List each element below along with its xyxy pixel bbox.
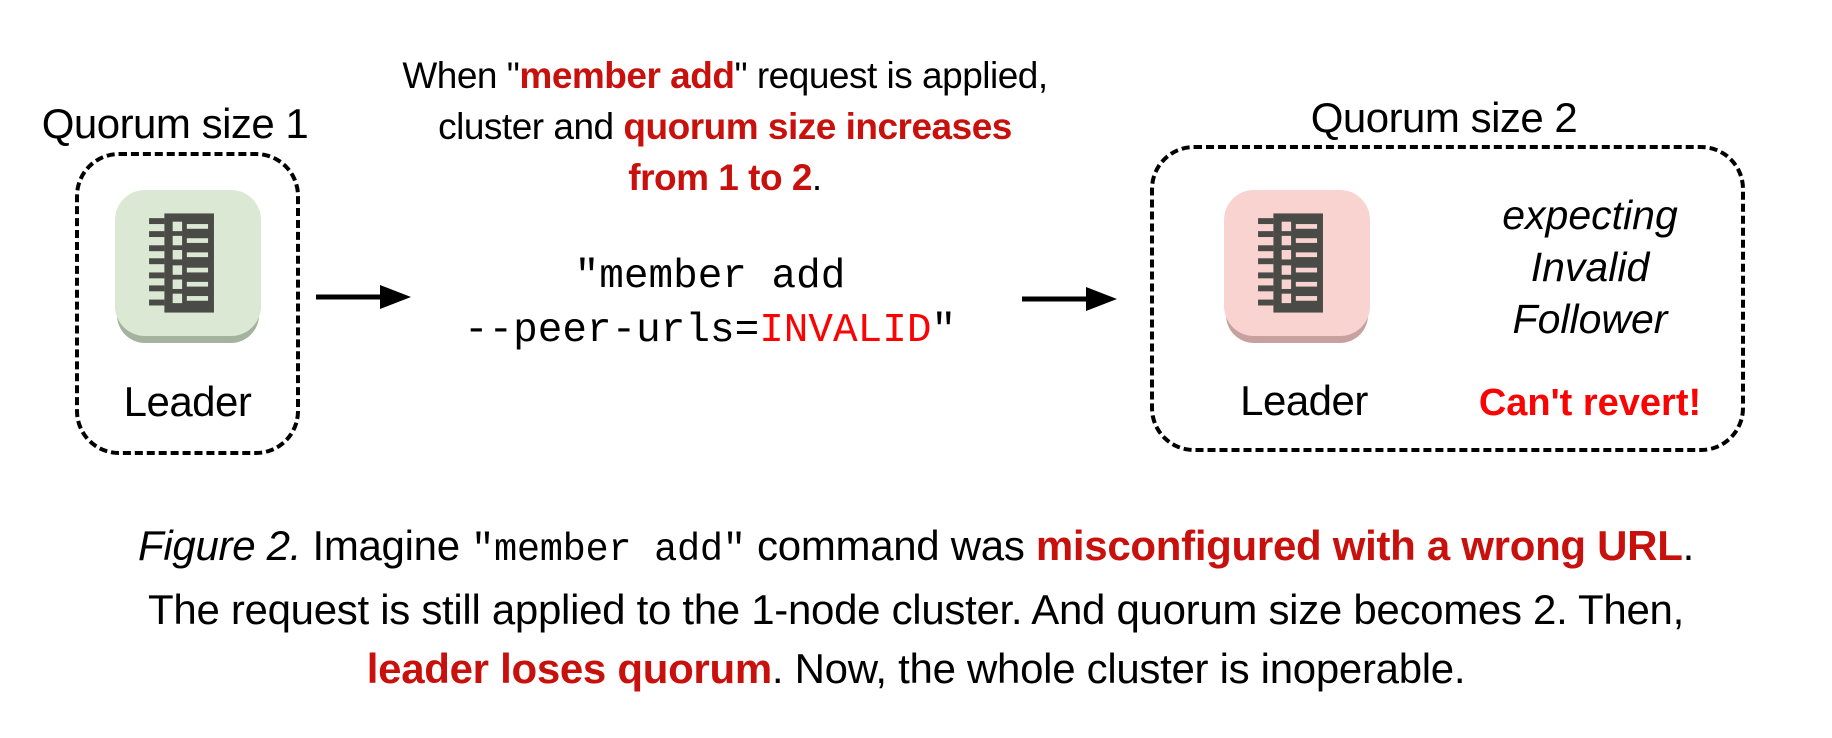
- quorum2-cluster-box: Leader expecting Invalid Follower Can't …: [1150, 145, 1745, 452]
- annotation-emphasis: from 1 to 2: [628, 157, 812, 198]
- quorum1-cluster-box: Leader: [75, 152, 300, 455]
- leader1-node: [115, 190, 261, 336]
- annotation-emphasis: quorum size increases: [623, 106, 1012, 147]
- arrow-right-icon: [1022, 287, 1117, 311]
- caption-emphasis: misconfigured with a wrong URL: [1035, 522, 1683, 569]
- leader1-label: Leader: [123, 378, 252, 425]
- figure-caption: Figure 2. Imagine "member add" command w…: [0, 516, 1832, 698]
- expecting-line: Follower: [1512, 296, 1668, 342]
- arrow-right-icon: [316, 285, 411, 309]
- caption-code-snippet: "member add": [471, 528, 746, 572]
- quorum2-title: Quorum size 2: [1310, 94, 1578, 141]
- annotation-line-1: When "member add" request is applied,: [402, 55, 1048, 96]
- figure-label: Figure 2.: [138, 522, 302, 569]
- command-line-2: --peer-urls=INVALID": [463, 308, 957, 354]
- server-icon: [1258, 213, 1323, 313]
- leader2-label: Leader: [1240, 377, 1368, 424]
- member-add-command: "member add --peer-urls=INVALID": [430, 250, 990, 358]
- annotation-emphasis: member add: [519, 55, 735, 96]
- quorum1-title: Quorum size 1: [41, 100, 309, 147]
- leader2-node: [1224, 190, 1370, 336]
- caption-emphasis: leader loses quorum: [366, 645, 772, 692]
- expecting-follower-note: expecting Invalid Follower: [1445, 189, 1735, 345]
- cant-revert-warning: Can't revert!: [1478, 382, 1702, 424]
- caption-line-1: Figure 2. Imagine "member add" command w…: [138, 522, 1694, 572]
- annotation-line-2: cluster and quorum size increases: [438, 106, 1012, 147]
- annotation-line-3: from 1 to 2.: [628, 157, 822, 198]
- caption-line-2: The request is still applied to the 1-no…: [148, 586, 1684, 633]
- expecting-line: expecting: [1502, 192, 1678, 238]
- caption-line-3: leader loses quorum. Now, the whole clus…: [366, 645, 1466, 692]
- member-add-annotation: When "member add" request is applied, cl…: [390, 50, 1060, 203]
- invalid-url-value: INVALID: [759, 308, 932, 354]
- server-icon: [149, 213, 214, 313]
- expecting-line: Invalid: [1530, 244, 1650, 290]
- command-line-1: "member add: [574, 254, 846, 300]
